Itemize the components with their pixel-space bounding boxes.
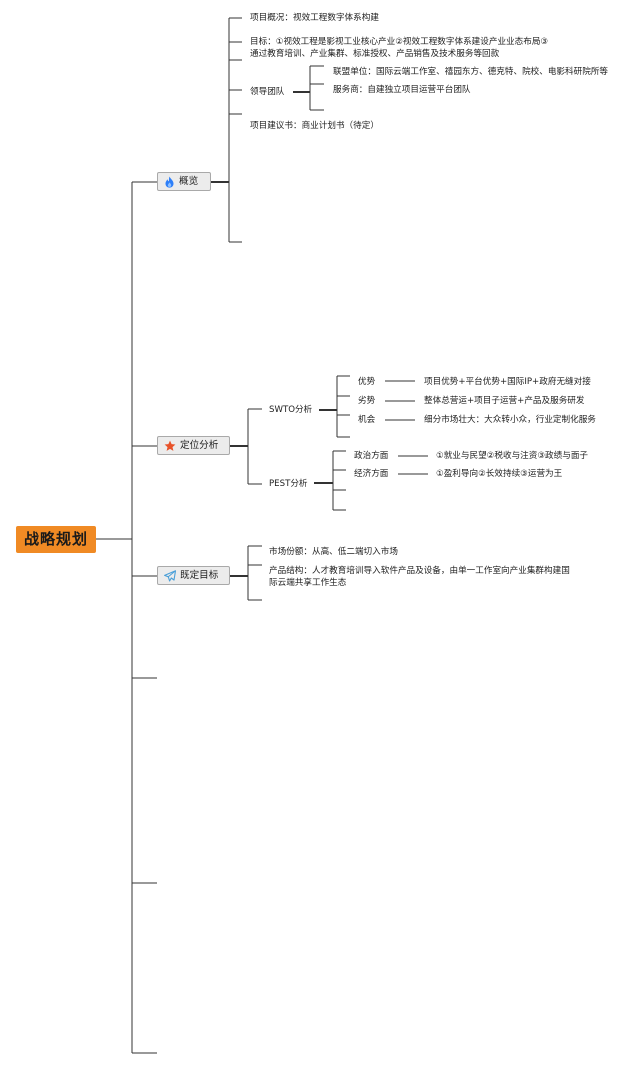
- swot-value-opportunity: 细分市场壮大：大众转小众，行业定制化服务: [424, 415, 596, 425]
- leadership-label: 领导团队: [250, 87, 285, 97]
- swot-value-strength: 项目优势+平台优势+国际IP+政府无缝对接: [424, 377, 591, 387]
- branch-positioning[interactable]: 定位分析: [157, 436, 230, 455]
- branch-targets[interactable]: 既定目标: [157, 566, 230, 585]
- alliance-text: 联盟单位：国际云端工作室、禧园东方、德克特、院校、电影科研院所等: [333, 67, 609, 77]
- swot-value-weakness: 整体总营运+项目子运营+产品及服务研发: [424, 396, 585, 406]
- swot-key-opportunity: 机会: [358, 415, 376, 425]
- pest-value-political: ①就业与民望②税收与注资③政绩与面子: [436, 451, 589, 461]
- product-structure-line-2: 际云端共享工作生态: [269, 578, 347, 588]
- project-overview-text: 项目概况：视效工程数字体系构建: [250, 13, 379, 23]
- goal-text-line-2: 通过教育培训、产业集群、标准授权、产品销售及技术服务等回款: [250, 49, 500, 59]
- branch-overview-label: 概览: [179, 176, 199, 187]
- pest-key-political: 政治方面: [354, 451, 389, 461]
- pest-key-economic: 经济方面: [354, 469, 389, 479]
- swot-label: SWTO分析: [269, 405, 313, 415]
- swot-key-strength: 优势: [358, 377, 376, 387]
- proposal-text: 项目建议书：商业计划书（待定）: [250, 121, 379, 131]
- market-share-text: 市场份额：从高、低二端切入市场: [269, 547, 398, 557]
- goal-text-line-1: 目标：①视效工程是影视工业核心产业②视效工程数字体系建设产业业态布局③: [250, 37, 549, 47]
- branch-positioning-label: 定位分析: [180, 440, 219, 451]
- root-node[interactable]: 战略规划: [16, 526, 96, 553]
- branch-targets-label: 既定目标: [180, 570, 219, 581]
- flame-icon: [165, 176, 174, 188]
- pest-value-economic: ①盈利导向②长效持续③运营为王: [436, 469, 563, 479]
- pest-label: PEST分析: [269, 479, 308, 489]
- star-icon: [164, 440, 176, 451]
- swot-key-weakness: 劣势: [358, 396, 376, 406]
- paper-plane-icon: [164, 569, 176, 582]
- branch-overview[interactable]: 概览: [157, 172, 211, 191]
- service-provider-text: 服务商：自建独立项目运营平台团队: [333, 85, 471, 95]
- product-structure-line-1: 产品结构：人才教育培训导入软件产品及设备，由单一工作室向产业集群构建国: [269, 566, 570, 576]
